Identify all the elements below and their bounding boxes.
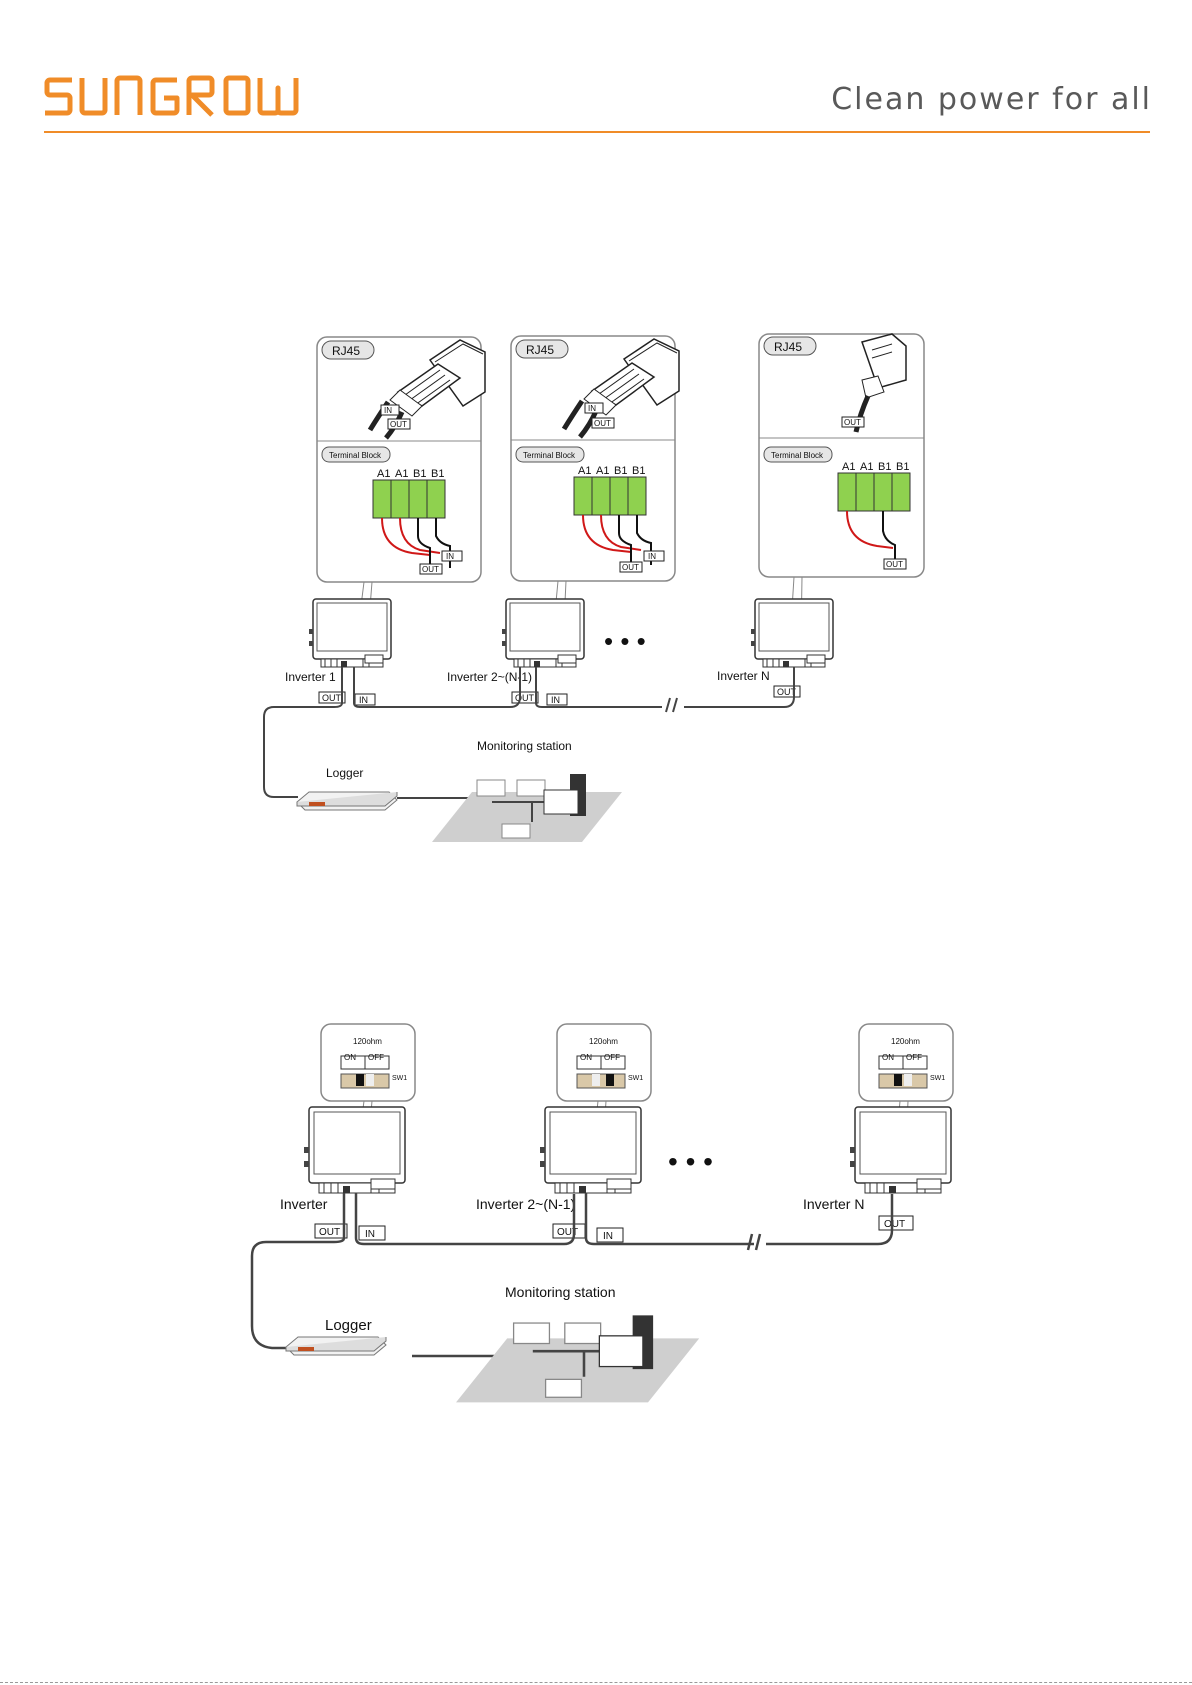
terminal-b1: B1: [413, 468, 426, 480]
svg-text:IN: IN: [588, 404, 596, 413]
svg-text:OUT: OUT: [319, 1227, 340, 1238]
monitoring-station: [431, 773, 623, 843]
inverter-1-label: Inverter 1: [285, 670, 336, 684]
ellipsis: • • •: [604, 626, 646, 656]
terminal-a1: A1: [395, 468, 408, 480]
logger-device: [285, 1336, 387, 1356]
callout-inverter-1: RJ45 IN OUT Terminal Block A1 A1 B1 B1 O…: [316, 336, 485, 583]
svg-text:OUT: OUT: [422, 565, 439, 574]
out-tag: OUT: [390, 420, 407, 429]
svg-text:ON: ON: [580, 1053, 592, 1062]
inverter-2-unit: [539, 1106, 642, 1194]
monitoring-label: Monitoring station: [505, 1284, 616, 1300]
svg-text:120ohm: 120ohm: [353, 1037, 382, 1046]
svg-text:OUT: OUT: [884, 1219, 905, 1230]
svg-text:OUT: OUT: [844, 418, 861, 427]
inverter-1-label: Inverter: [280, 1196, 328, 1212]
svg-text:OUT: OUT: [515, 693, 535, 703]
ellipsis: • • •: [668, 1146, 713, 1177]
inverter-n-unit: [849, 1106, 952, 1194]
svg-text:OUT: OUT: [557, 1227, 578, 1238]
svg-text:IN: IN: [365, 1229, 375, 1240]
in-tag: IN: [384, 406, 392, 415]
svg-text:IN: IN: [446, 552, 454, 561]
inverter-2-unit: [501, 598, 585, 668]
rs485-dip-switch-diagram: 120ohm ON OFF SW1 120ohm ON OFF SW1 120o…: [250, 1023, 954, 1404]
svg-text:120ohm: 120ohm: [589, 1037, 618, 1046]
svg-text:OFF: OFF: [604, 1053, 620, 1062]
dip-switch-inverter-2: 120ohm ON OFF SW1: [556, 1023, 652, 1102]
svg-text:RJ45: RJ45: [774, 340, 802, 354]
sungrow-logo: [44, 75, 299, 117]
svg-text:OUT: OUT: [322, 693, 342, 703]
inverter-1-unit: [303, 1106, 406, 1194]
svg-text:A1: A1: [860, 461, 873, 473]
svg-text:OUT: OUT: [777, 687, 797, 697]
callout-inverter-n: RJ45 OUT Terminal Block A1 A1 B1 B1 OUT: [758, 333, 925, 578]
svg-text:OUT: OUT: [886, 560, 903, 569]
terminal-b1: B1: [431, 468, 444, 480]
svg-text:B1: B1: [632, 465, 645, 477]
rs485-terminal-diagram: RJ45 IN OUT Terminal Block A1 A1 B1 B1 O…: [263, 333, 925, 843]
svg-text:OUT: OUT: [622, 563, 639, 572]
svg-text:Terminal Block: Terminal Block: [771, 451, 824, 460]
header-divider: [44, 131, 1150, 133]
svg-text:OFF: OFF: [906, 1053, 922, 1062]
svg-text:IN: IN: [551, 695, 560, 705]
svg-text:B1: B1: [896, 461, 909, 473]
inverter-1-unit: [308, 598, 392, 668]
inverter-n-label: Inverter N: [717, 669, 770, 683]
rj45-label: RJ45: [332, 344, 360, 358]
svg-text:IN: IN: [603, 1231, 613, 1242]
dip-switch-inverter-n: 120ohm ON OFF SW1: [858, 1023, 954, 1102]
logger-label: Logger: [325, 1317, 372, 1334]
svg-text:RJ45: RJ45: [526, 343, 554, 357]
inverter-n-unit: [750, 598, 834, 668]
dip-switch-inverter-1: 120ohm ON OFF SW1: [320, 1023, 416, 1102]
svg-text:SW1: SW1: [392, 1075, 407, 1082]
monitoring-label: Monitoring station: [477, 739, 572, 753]
svg-text:Terminal Block: Terminal Block: [523, 451, 576, 460]
svg-text:SW1: SW1: [930, 1075, 945, 1082]
svg-text:A1: A1: [842, 461, 855, 473]
svg-text:B1: B1: [614, 465, 627, 477]
svg-text:OUT: OUT: [594, 419, 611, 428]
logger-device: [296, 791, 398, 811]
inverter-n-label: Inverter N: [803, 1196, 864, 1212]
terminal-block-label: Terminal Block: [329, 451, 382, 460]
svg-text:ON: ON: [882, 1053, 894, 1062]
footer-divider: [0, 1682, 1192, 1683]
svg-text:SW1: SW1: [628, 1075, 643, 1082]
callout-inverter-2: RJ45 IN OUT Terminal Block A1 A1 B1 B1 O…: [510, 335, 679, 582]
tagline: Clean power for all: [831, 82, 1152, 117]
svg-text:IN: IN: [359, 695, 368, 705]
svg-text:IN: IN: [648, 552, 656, 561]
svg-text:ON: ON: [344, 1053, 356, 1062]
svg-text:A1: A1: [596, 465, 609, 477]
terminal-a1: A1: [377, 468, 390, 480]
inverter-2-label: Inverter 2~(N-1): [476, 1196, 575, 1212]
svg-text:B1: B1: [878, 461, 891, 473]
svg-text:OFF: OFF: [368, 1053, 384, 1062]
inverter-2-label: Inverter 2~(N-1): [447, 670, 532, 684]
svg-text:120ohm: 120ohm: [891, 1037, 920, 1046]
logger-label: Logger: [326, 766, 363, 780]
monitoring-station: [454, 1314, 701, 1404]
svg-text:A1: A1: [578, 465, 591, 477]
